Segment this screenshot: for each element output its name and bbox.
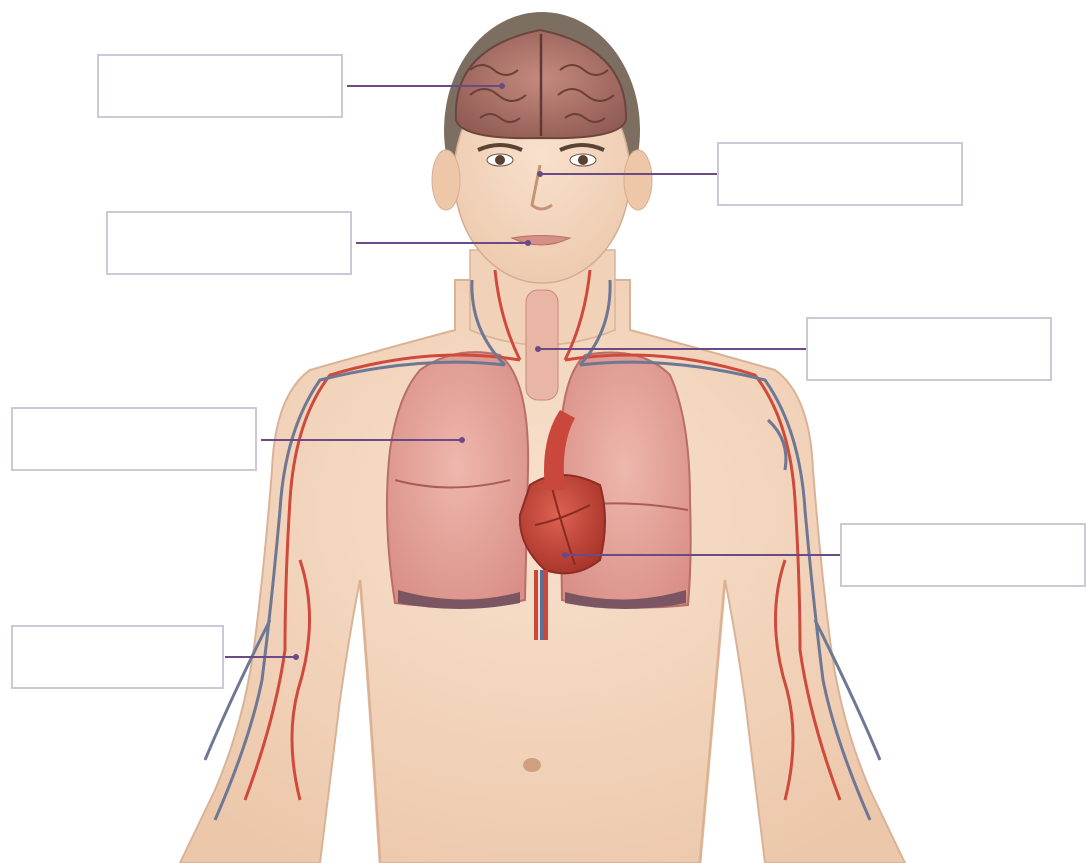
label-box-blood-vessel[interactable] bbox=[11, 625, 224, 689]
label-box-nose[interactable] bbox=[717, 142, 963, 206]
trachea bbox=[526, 290, 558, 400]
label-box-trachea[interactable] bbox=[806, 317, 1052, 381]
label-box-brain[interactable] bbox=[97, 54, 343, 118]
label-box-heart[interactable] bbox=[840, 523, 1086, 587]
label-box-mouth[interactable] bbox=[106, 211, 352, 275]
left-lung bbox=[387, 352, 528, 607]
label-box-lung[interactable] bbox=[11, 407, 257, 471]
navel bbox=[523, 758, 541, 772]
